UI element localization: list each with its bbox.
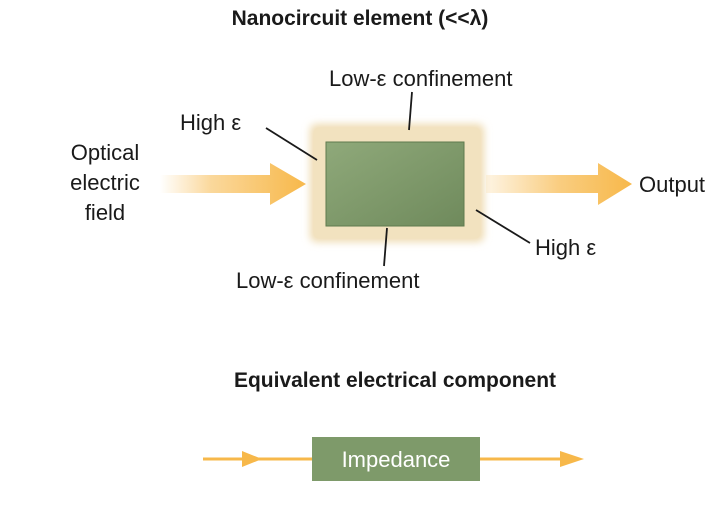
- optical-field-line: field: [84, 200, 126, 225]
- input-field-arrow: [160, 163, 306, 205]
- output-label: Output: [639, 172, 706, 197]
- high-eps-left-label: High ε: [180, 110, 242, 135]
- impedance-label: Impedance: [341, 447, 451, 472]
- optical-field-label: Optical electric field: [55, 138, 155, 228]
- leader-high-eps-left: [265, 127, 318, 161]
- component-input-arrowhead: [242, 451, 262, 467]
- impedance-box: [312, 437, 480, 481]
- low-eps-top-label: Low-ε confinement: [329, 66, 513, 91]
- optical-field-line: electric: [70, 170, 140, 195]
- low-eps-bottom-label: Low-ε confinement: [236, 268, 420, 293]
- leader-high-eps-right: [475, 209, 531, 244]
- leader-low-eps-bottom: [383, 227, 388, 267]
- component-output-arrowhead: [560, 451, 584, 467]
- high-eps-right-label: High ε: [535, 235, 597, 260]
- leader-low-eps-top: [408, 91, 413, 131]
- nanocircuit-title: Nanocircuit element (<<λ): [231, 7, 489, 30]
- optical-field-line: Optical: [70, 140, 140, 165]
- output-arrow: [486, 163, 632, 205]
- high-eps-core: [325, 141, 465, 227]
- equivalent-component-title: Equivalent electrical component: [233, 369, 557, 392]
